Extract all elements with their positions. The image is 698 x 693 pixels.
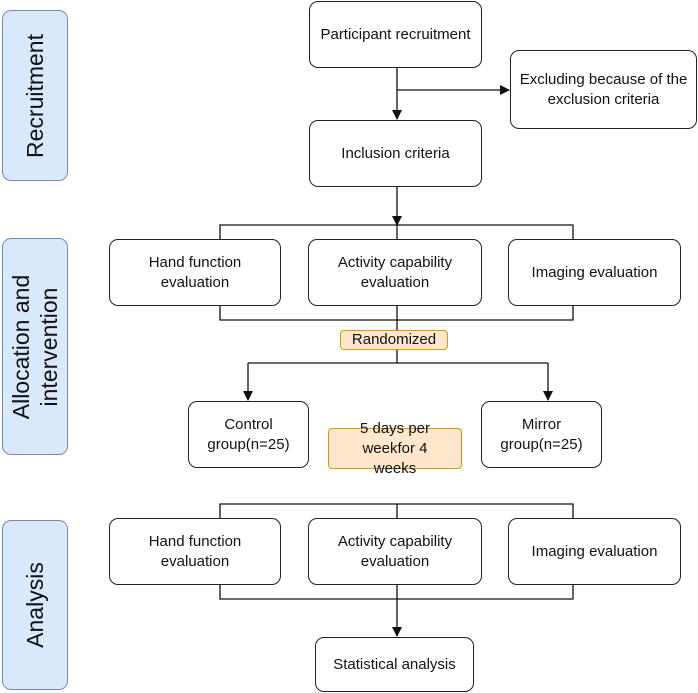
phase-allocation: Allocation and intervention: [2, 238, 68, 455]
statistical-analysis-box: Statistical analysis: [315, 637, 474, 692]
phase-recruitment-label: Recruitment: [22, 33, 48, 158]
phase-allocation-label: Allocation and intervention: [8, 274, 62, 419]
hand-function-box-2: Hand function evaluation: [109, 518, 281, 585]
hand-function-box-1: Hand function evaluation: [109, 239, 281, 306]
phase-recruitment: Recruitment: [2, 10, 68, 181]
inclusion-criteria-box: Inclusion criteria: [309, 120, 482, 187]
activity-capability-box-2: Activity capability evaluation: [308, 518, 482, 585]
imaging-box-1: Imaging evaluation: [508, 239, 681, 306]
mirror-group-box: Mirror group(n=25): [481, 401, 602, 468]
control-group-box: Control group(n=25): [188, 401, 309, 468]
phase-analysis: Analysis: [2, 520, 68, 690]
excluding-box: Excluding because of the exclusion crite…: [510, 50, 697, 129]
phase-analysis-label: Analysis: [22, 562, 48, 648]
participant-recruitment-box: Participant recruitment: [309, 1, 482, 68]
imaging-box-2: Imaging evaluation: [508, 518, 681, 585]
schedule-note: 5 days per weekfor 4 weeks: [328, 420, 462, 477]
activity-capability-box-1: Activity capability evaluation: [308, 239, 482, 306]
randomized-label: Randomized: [340, 330, 448, 350]
